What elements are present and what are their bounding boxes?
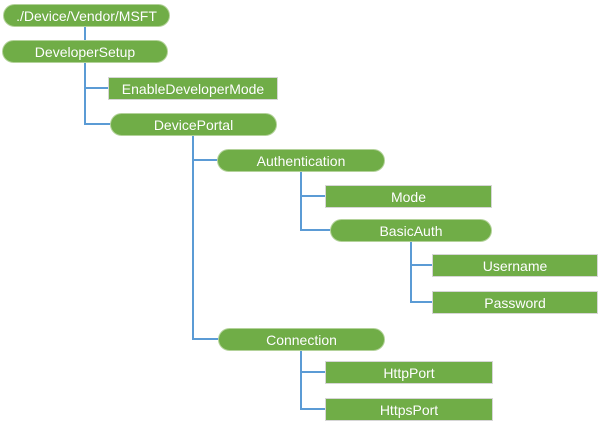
connector-connection-trunk [300,351,302,410]
node-password: Password [432,291,598,314]
node-httpsport: HttpsPort [325,398,493,421]
node-enabledevelopermode: EnableDeveloperMode [108,77,278,100]
connector-branch-enabledevelopermode [84,87,108,89]
node-basicauth: BasicAuth [330,219,492,242]
node-deviceportal: DevicePortal [110,113,277,136]
connector-basicauth-trunk [410,242,412,303]
connector-msft-to-developersetup [84,27,86,40]
node-developersetup: DeveloperSetup [2,40,168,63]
connector-developersetup-trunk [84,63,86,124]
connector-branch-basicauth [300,229,331,231]
connector-branch-mode [300,195,326,197]
node-device-vendor-msft: ./Device/Vendor/MSFT [3,4,170,27]
connector-branch-httpport [300,371,326,373]
node-connection: Connection [218,328,385,351]
connector-branch-password [410,301,433,303]
node-username: Username [432,254,598,277]
connector-branch-username [410,264,433,266]
connector-branch-authentication [192,159,218,161]
node-authentication: Authentication [217,149,385,172]
connector-deviceportal-trunk [192,136,194,340]
connector-branch-httpsport [300,408,326,410]
connector-branch-deviceportal [84,123,111,125]
connector-authentication-trunk [300,172,302,231]
node-httpport: HttpPort [325,361,493,384]
node-mode: Mode [325,185,492,208]
connector-branch-connection [192,338,219,340]
